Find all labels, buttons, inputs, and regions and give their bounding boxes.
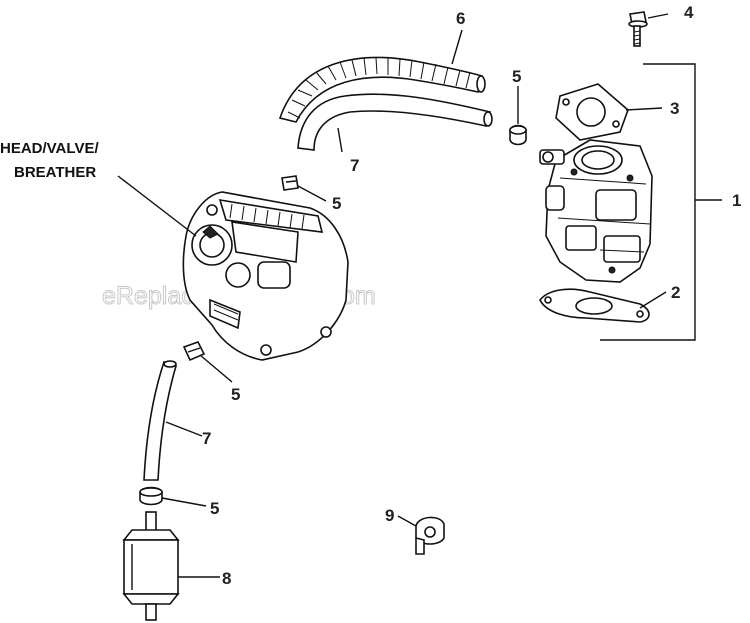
lower-gasket-part[interactable]	[539, 288, 650, 323]
fuel-filter-part[interactable]	[122, 511, 180, 621]
filter-hose-clamp-part[interactable]	[139, 486, 163, 506]
callout-5-head: 5	[332, 194, 341, 213]
callout-1: 1	[732, 191, 741, 210]
callout-3: 3	[670, 99, 679, 118]
upper-hose-clamp-part[interactable]	[509, 124, 527, 146]
callout-6: 6	[456, 9, 465, 28]
callout-2: 2	[671, 283, 680, 302]
leader-lines	[117, 13, 722, 578]
callout-5-lower: 5	[231, 385, 240, 404]
callout-labels: 4 6 5 3 7 1 5 2 5 7 5 9 8	[202, 3, 741, 588]
head-hose-clamp-part[interactable]	[281, 175, 299, 191]
callout-7-lower: 7	[202, 429, 211, 448]
bolt-part[interactable]	[628, 11, 648, 47]
callout-7-upper: 7	[350, 156, 359, 175]
corrugated-hose-part[interactable]	[278, 56, 486, 123]
callout-8: 8	[222, 569, 231, 588]
callout-4: 4	[684, 3, 694, 22]
upper-fuel-line-part[interactable]	[297, 93, 493, 151]
carburetor-part[interactable]	[539, 139, 653, 283]
callout-9: 9	[385, 506, 394, 525]
upper-gasket-part[interactable]	[555, 83, 629, 141]
callout-5-upper: 5	[512, 67, 521, 86]
head-label-line-1: HEAD/VALVE/	[0, 140, 99, 157]
head-valve-breather-label: HEAD/VALVE/ BREATHER	[0, 140, 99, 181]
callout-5-filter: 5	[210, 499, 219, 518]
lower-fuel-line-part[interactable]	[143, 360, 177, 481]
head-label-line-2: BREATHER	[14, 164, 96, 181]
clip-part[interactable]	[415, 516, 445, 555]
head-valve-breather-assembly[interactable]	[182, 191, 349, 361]
lower-head-clamp-part[interactable]	[182, 341, 206, 362]
